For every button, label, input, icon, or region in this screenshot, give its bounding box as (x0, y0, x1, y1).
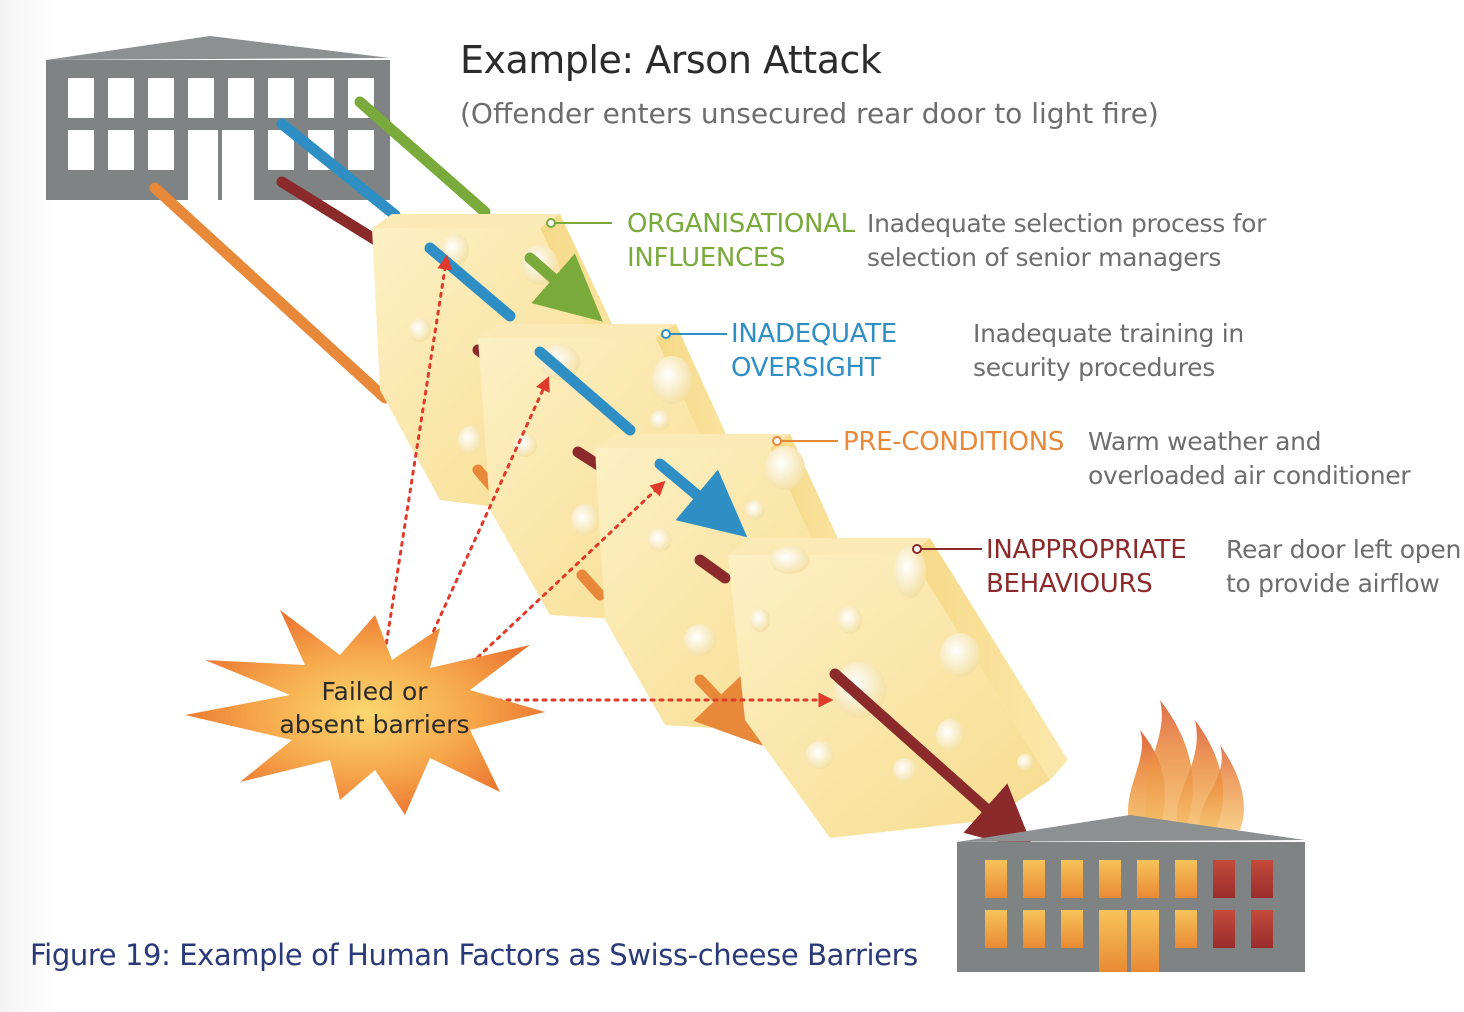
starburst-line: Failed or (321, 677, 428, 706)
layer-desc-preconditions: Warm weather and overloaded air conditio… (1088, 425, 1411, 493)
layer-label-oversight: INADEQUATE OVERSIGHT (731, 317, 897, 385)
layer-label-line: OVERSIGHT (731, 353, 881, 383)
layer-desc-line: overloaded air conditioner (1088, 461, 1411, 490)
layer-desc-line: selection of senior managers (867, 243, 1222, 272)
layer-desc-behaviours: Rear door left open to provide airflow (1226, 533, 1461, 601)
layer-label-line: INADEQUATE (731, 319, 897, 349)
starburst-label: Failed or absent barriers (262, 675, 487, 741)
layer-desc-line: Inadequate training in (973, 319, 1244, 348)
layer-label-behaviours: INAPPROPRIATE BEHAVIOURS (986, 533, 1187, 601)
layer-label-line: BEHAVIOURS (986, 569, 1153, 599)
layer-label-preconditions: PRE-CONDITIONS (843, 425, 1064, 459)
failed-barrier-pointers (383, 254, 834, 708)
source-building (46, 36, 390, 200)
layer-desc-oversight: Inadequate training in security procedur… (973, 317, 1244, 385)
fire-flames (1127, 700, 1244, 830)
failed-barriers-starburst (185, 610, 545, 815)
layer-label-line: ORGANISATIONAL (627, 209, 855, 239)
layer-desc-line: Inadequate selection process for (867, 209, 1267, 238)
layer-label-line: INAPPROPRIATE (986, 535, 1187, 565)
label-leaders (546, 218, 982, 554)
layer-label-line: PRE-CONDITIONS (843, 427, 1065, 457)
layer-desc-line: Rear door left open (1226, 535, 1461, 564)
layer-desc-organisational: Inadequate selection process for selecti… (867, 207, 1266, 275)
layer-desc-line: to provide airflow (1226, 569, 1440, 598)
starburst-line: absent barriers (279, 710, 470, 739)
diagram-subtitle: (Offender enters unsecured rear door to … (460, 97, 1159, 130)
burning-building (957, 815, 1305, 972)
diagram-title: Example: Arson Attack (460, 38, 882, 82)
figure-caption: Figure 19: Example of Human Factors as S… (30, 938, 918, 972)
layer-label-line: INFLUENCES (627, 243, 786, 273)
layer-desc-line: Warm weather and (1088, 427, 1322, 456)
cheese-slice-behaviours (728, 538, 1068, 838)
layer-label-organisational: ORGANISATIONAL INFLUENCES (627, 207, 855, 275)
layer-desc-line: security procedures (973, 353, 1215, 382)
